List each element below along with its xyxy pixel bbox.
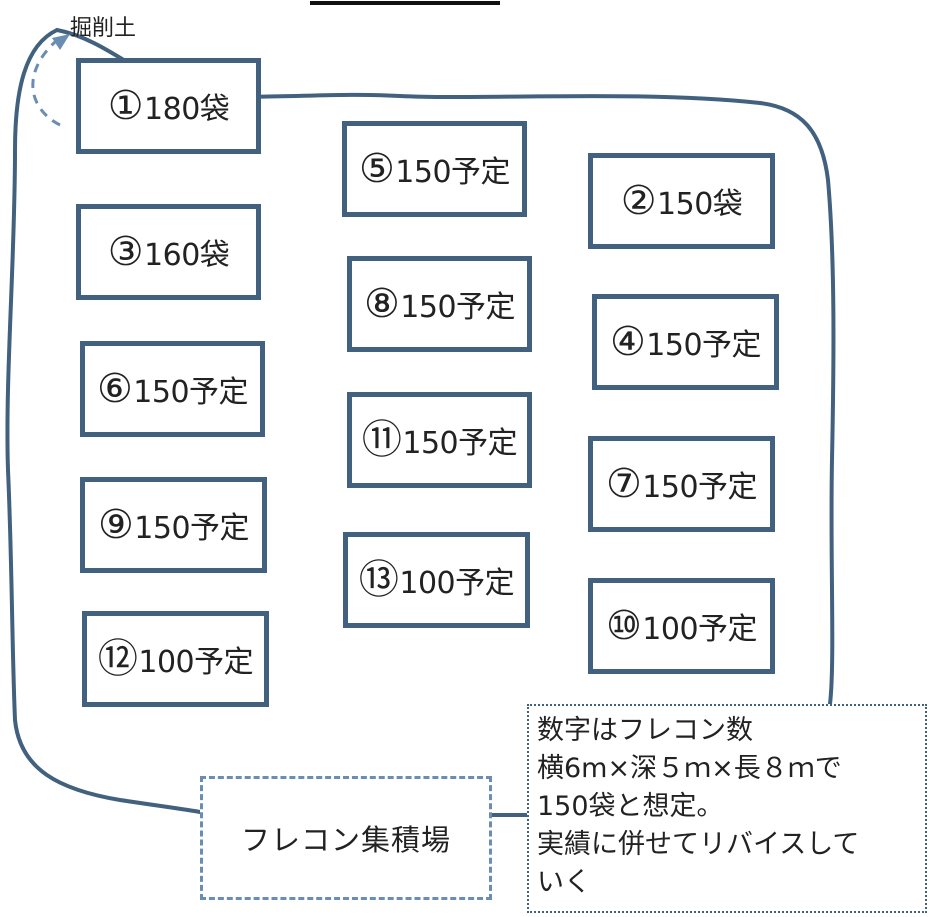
area-count: 150予定 — [642, 470, 758, 505]
area-count: 180袋 — [144, 92, 230, 127]
area-count: 160袋 — [144, 238, 230, 273]
note-line: 実績に併せてリバイスして — [537, 829, 860, 860]
area-number: ④ — [609, 319, 646, 365]
storage-yard-label: フレコン集積場 — [240, 823, 451, 857]
note-line: 横6m×深５ｍ×長８ｍで — [537, 753, 842, 784]
area-number: ② — [620, 178, 657, 224]
area-number: ⑤ — [358, 146, 395, 192]
area-number: ⑥ — [96, 366, 133, 412]
area-number: ⑨ — [97, 502, 134, 548]
area-number: ⑩ — [605, 603, 642, 649]
excavated-soil-label: 掘削土 — [70, 16, 137, 41]
area-count: 100予定 — [138, 645, 254, 680]
arrow-head-icon — [52, 34, 70, 50]
area-number: ① — [107, 83, 144, 129]
area-count: 100予定 — [642, 612, 758, 647]
note-line: いく — [537, 867, 591, 898]
explanation-note: 数字はフレコン数 横6m×深５ｍ×長８ｍで 150袋と想定。 実績に併せてリバイ… — [527, 704, 927, 913]
area-number: ⑬ — [358, 557, 399, 603]
area-number: ⑧ — [363, 281, 400, 327]
area-count: 150袋 — [657, 187, 743, 222]
area-number: ⑪ — [361, 417, 402, 463]
area-number: ⑫ — [97, 636, 138, 682]
flexible-container-storage-yard: フレコン集積場 — [200, 776, 492, 900]
note-line: 数字はフレコン数 — [537, 715, 753, 746]
note-line: 150袋と想定。 — [537, 791, 724, 822]
area-count: 150予定 — [395, 155, 511, 190]
area-number: ③ — [107, 229, 144, 275]
area-count: 150予定 — [402, 426, 518, 461]
area-count: 100予定 — [399, 566, 515, 601]
area-number: ⑦ — [605, 461, 642, 507]
area-count: 150予定 — [646, 328, 762, 363]
dashed-return-arrow — [31, 40, 61, 127]
area-count: 150予定 — [400, 290, 516, 325]
area-count: 150予定 — [133, 375, 249, 410]
area-count: 150予定 — [134, 511, 250, 546]
